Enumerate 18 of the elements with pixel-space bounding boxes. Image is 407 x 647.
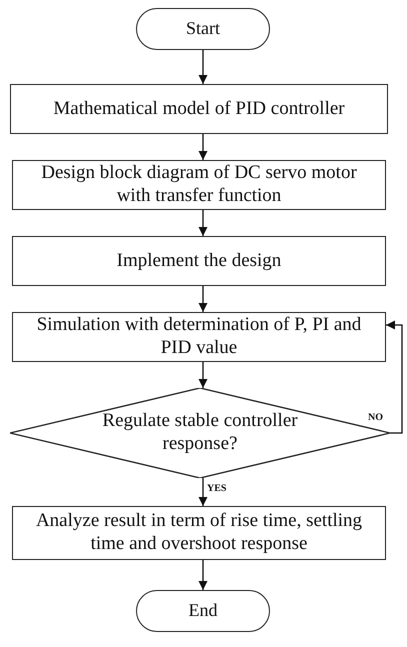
- arrow: [198, 134, 208, 160]
- edge-label: NO: [368, 413, 383, 423]
- arrow: [386, 320, 403, 434]
- process-box: Design block diagram of DC servo motor with transfer function: [12, 160, 386, 210]
- arrow: [198, 478, 208, 506]
- edge-label: YES: [207, 484, 226, 494]
- arrow: [198, 50, 208, 84]
- process-box: Simulation with determination of P, PI and PID value: [12, 312, 386, 362]
- process-box: Mathematical model of PID controller: [10, 84, 388, 134]
- arrow: [198, 362, 208, 388]
- terminal-shape: Start: [136, 8, 270, 50]
- arrow: [198, 210, 208, 236]
- arrow: [198, 560, 208, 590]
- terminal-shape: End: [136, 590, 270, 632]
- process-box: Implement the design: [12, 236, 386, 286]
- process-box: Analyze result in term of rise time, settling time and overshoot response: [12, 506, 386, 560]
- arrow: [198, 286, 208, 312]
- decision-text: Regulate stable controller response?: [101, 410, 299, 456]
